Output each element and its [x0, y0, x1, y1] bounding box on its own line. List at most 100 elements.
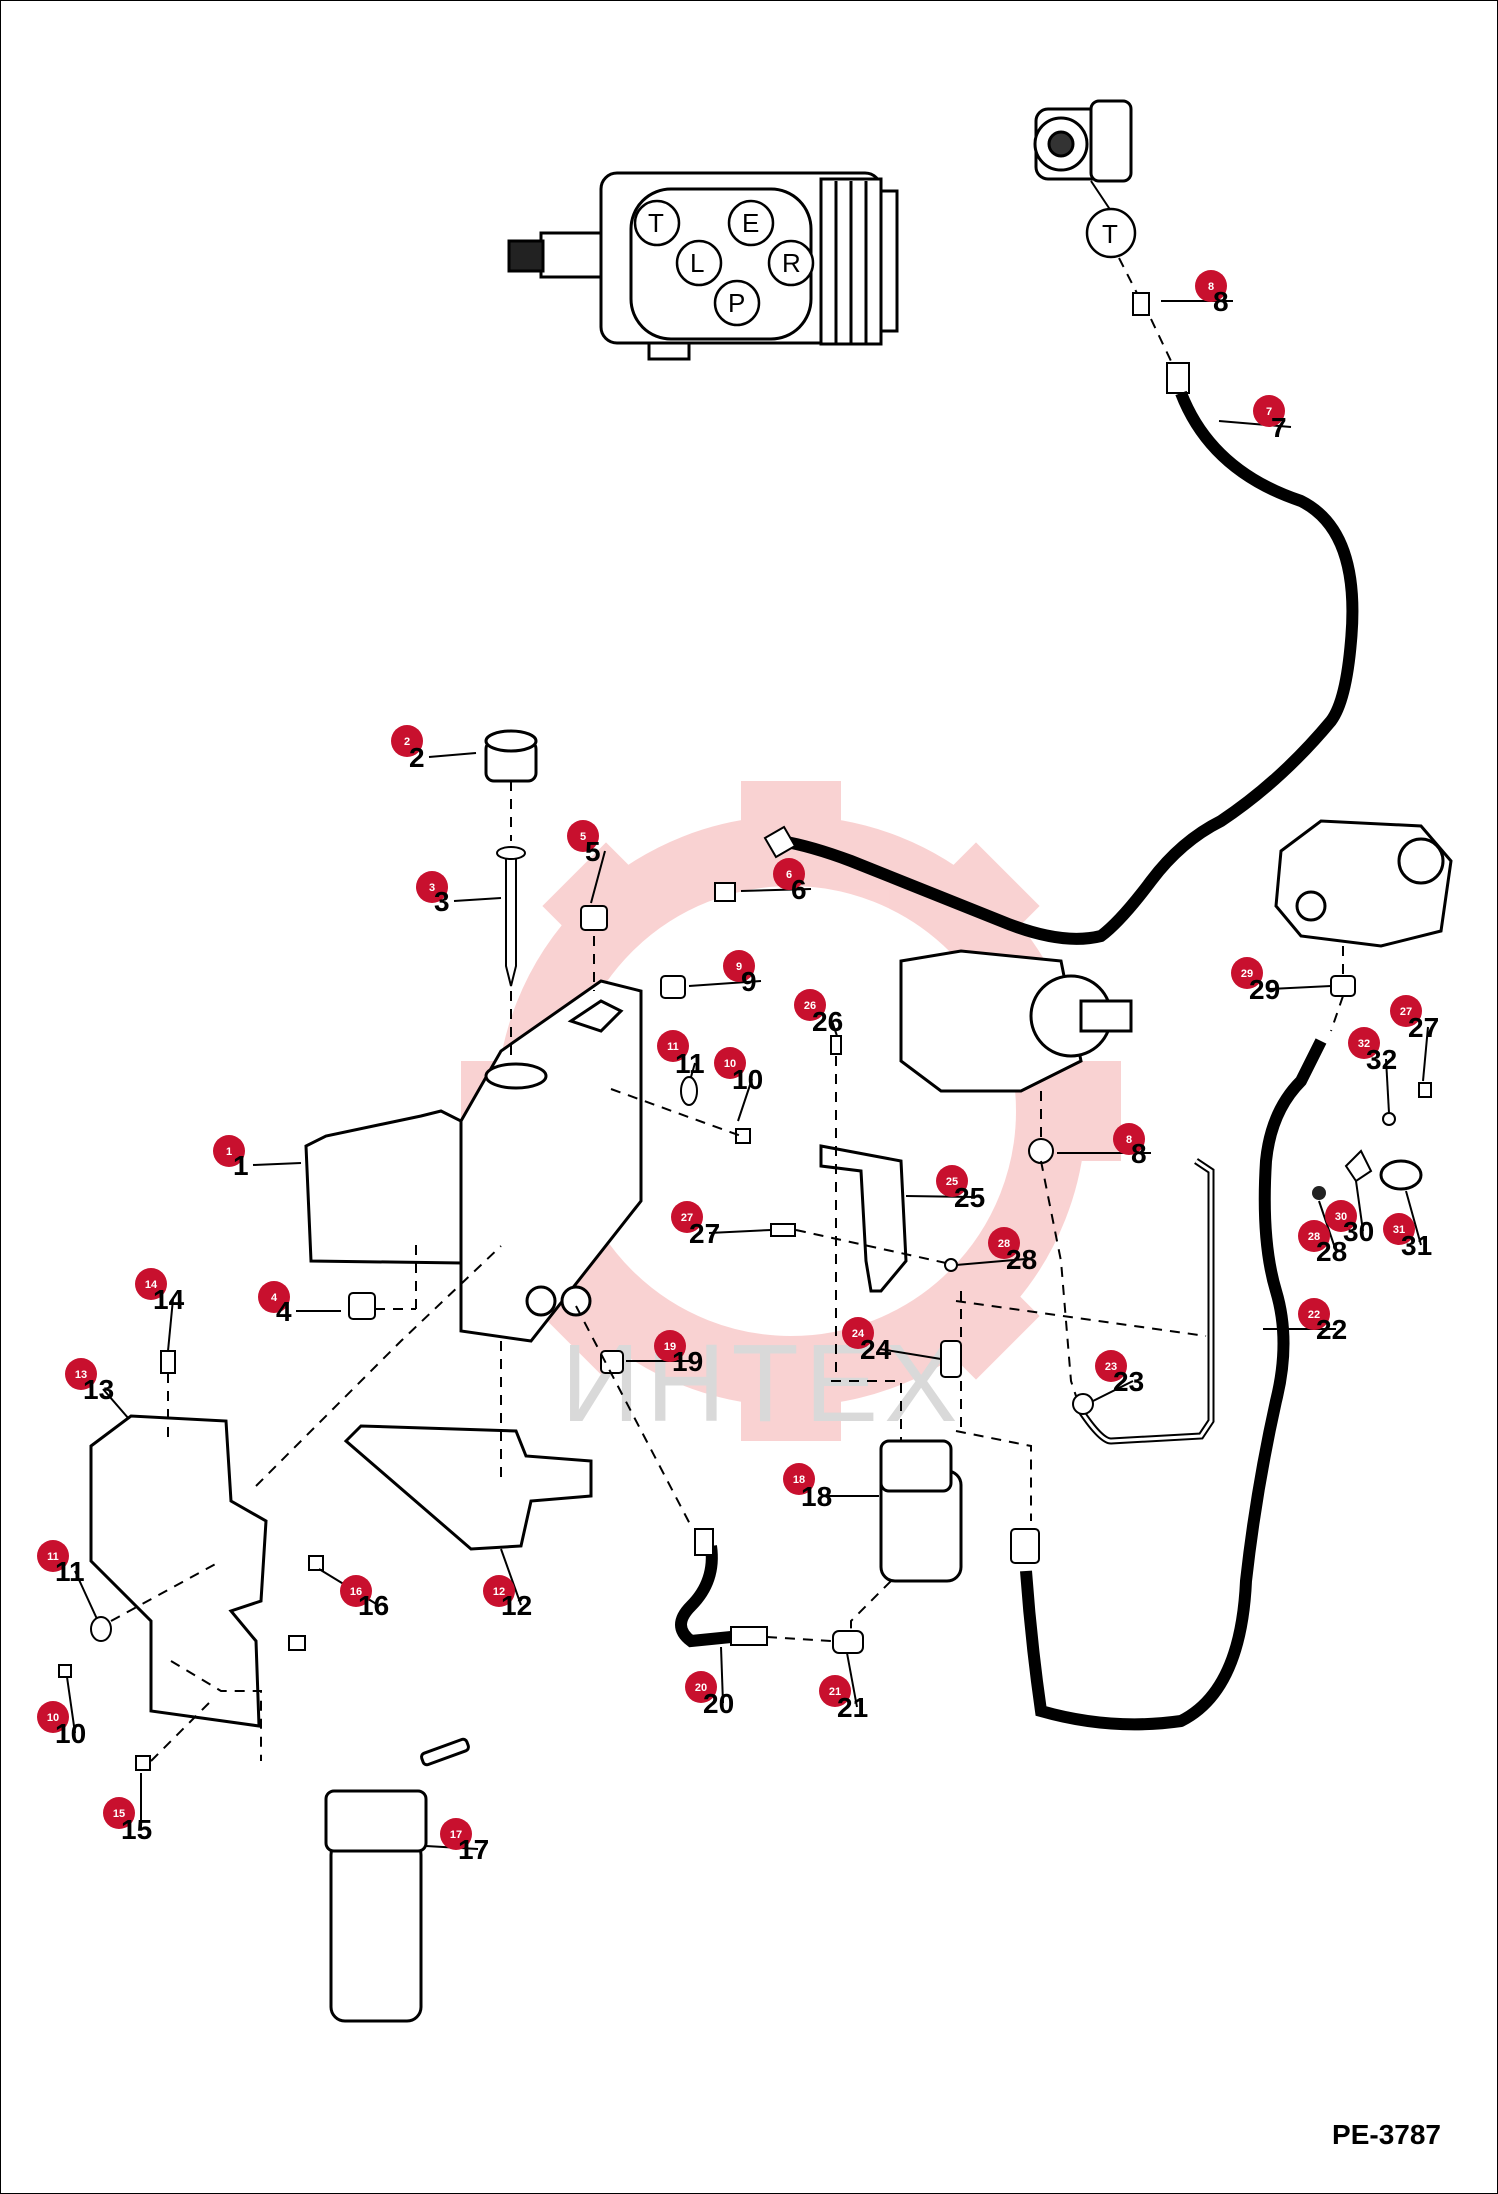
washer-32	[1382, 1112, 1396, 1126]
hose-7-end	[1166, 362, 1190, 394]
callout-badge-number: 12	[493, 1586, 505, 1598]
callout-badge	[1113, 1123, 1145, 1155]
callout-part-number: 6	[791, 874, 807, 905]
callout-leader-line	[1268, 985, 1332, 990]
callout-badge-number: 11	[667, 1041, 679, 1053]
callout-part-number: 10	[732, 1064, 763, 1095]
tank-pad	[343, 1424, 593, 1551]
callout-badge-number: 15	[113, 1808, 125, 1820]
callout-part-number: 8	[1213, 286, 1229, 317]
bracket-25	[819, 1144, 908, 1293]
callout-part-number: 10	[55, 1718, 86, 1749]
callout-leader-line	[74, 1570, 98, 1620]
callout-badge	[654, 1330, 686, 1362]
callout-leader-line	[1405, 1190, 1422, 1246]
callout-badge-number: 6	[786, 869, 792, 881]
callout-part-number: 25	[954, 1182, 985, 1213]
callout-badge	[65, 1358, 97, 1390]
callout-badge	[1253, 395, 1285, 427]
callout-badge-number: 10	[724, 1058, 736, 1070]
bolt-27-mid	[770, 1223, 796, 1237]
callout-badge-number: 1	[226, 1146, 232, 1158]
callout-part-number: 14	[153, 1284, 185, 1315]
callout-leader-line	[590, 850, 606, 904]
callout-badge-number: 18	[793, 1474, 805, 1486]
filter-17	[324, 1737, 470, 2023]
callout-badge-number: 32	[1358, 1038, 1370, 1050]
callout-badge-number: 27	[681, 1212, 693, 1224]
clip-16-a	[308, 1555, 324, 1571]
callout-badge-number: 29	[1241, 968, 1253, 980]
callout-part-number: 5	[585, 836, 601, 867]
callout-part-number: 28	[1006, 1244, 1037, 1275]
callout-badge-number: 21	[829, 1686, 841, 1698]
callout-badge	[440, 1818, 472, 1850]
hydraulic-tank	[304, 979, 643, 1343]
callout-part-number: 19	[672, 1346, 703, 1377]
callout-part-number: 24	[860, 1334, 892, 1365]
filter-18	[879, 1439, 963, 1583]
hydraulic-pump-middle	[899, 949, 1133, 1093]
callout-leader-line	[167, 1298, 174, 1352]
callout-part-number: 17	[458, 1834, 489, 1865]
callout-part-number: 27	[1408, 1012, 1439, 1043]
callout-part-number: 30	[1343, 1216, 1374, 1247]
callout-leader-line	[740, 888, 812, 892]
callout-part-number: 9	[741, 966, 757, 997]
breather-cap	[484, 729, 538, 783]
callout-leader-line	[453, 897, 502, 902]
callout-badge-number: 10	[47, 1712, 59, 1724]
hose-22-end	[1010, 1528, 1040, 1564]
fitting-8-top	[1132, 292, 1150, 316]
bolt-14	[160, 1350, 176, 1374]
callout-badge	[1383, 1213, 1415, 1245]
callout-leader-line	[102, 1388, 130, 1420]
callout-part-number: 4	[276, 1296, 292, 1327]
callout-badge	[1095, 1350, 1127, 1382]
hose-20	[675, 1545, 732, 1648]
callout-leader-line	[955, 1258, 1027, 1266]
callout-badge	[340, 1575, 372, 1607]
valve-port-circle	[675, 239, 723, 287]
callout-part-number: 15	[121, 1814, 152, 1845]
callout-badge-number: 9	[736, 961, 742, 973]
callout-part-number: 16	[358, 1590, 389, 1621]
callout-badge-number: 2	[404, 736, 410, 748]
port-t-circle	[1085, 207, 1137, 259]
callout-leader-line	[252, 1162, 302, 1166]
callout-badge	[988, 1227, 1020, 1259]
callout-badge-number: 20	[695, 1682, 707, 1694]
callout-leader-line	[720, 1646, 724, 1704]
valve-port-label: L	[690, 248, 704, 278]
callout-badge-number: 11	[47, 1551, 59, 1563]
fitting-6-b	[714, 882, 736, 902]
callout-leader-line	[831, 1020, 838, 1037]
clamp-30	[1344, 1149, 1373, 1183]
callout-part-number: 7	[1271, 412, 1287, 443]
bracket-13	[89, 1414, 268, 1728]
tube-23	[1078, 1158, 1215, 1445]
callout-badge	[714, 1047, 746, 1079]
dipstick	[505, 852, 517, 987]
callout-badge-number: 3	[429, 882, 435, 894]
callout-leader-line	[905, 1195, 975, 1198]
callout-badge	[794, 989, 826, 1021]
callout-badge	[783, 1463, 815, 1495]
callout-badge	[258, 1281, 290, 1313]
plug-5	[580, 905, 608, 931]
hose-7	[779, 390, 1359, 945]
callout-part-number: 27	[689, 1218, 720, 1249]
callout-leader-line	[1092, 1380, 1134, 1402]
callout-badge	[819, 1675, 851, 1707]
callout-badge-number: 19	[664, 1341, 676, 1353]
leader-lines	[66, 300, 1429, 1850]
callout-badge	[1298, 1298, 1330, 1330]
callout-badge-number: 27	[1400, 1006, 1412, 1018]
fitting-29	[1330, 975, 1356, 997]
fitting-6	[763, 825, 797, 859]
washer-11	[680, 1076, 698, 1106]
callout-leader-line	[1385, 1058, 1390, 1114]
callout-badge	[1231, 957, 1263, 989]
